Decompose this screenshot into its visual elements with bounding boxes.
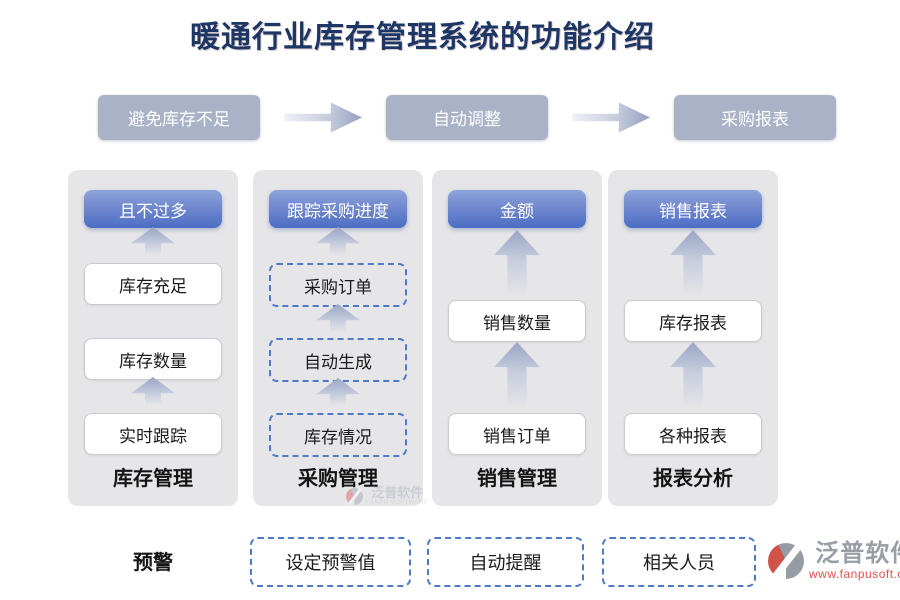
column-label: 采购管理 (298, 468, 378, 490)
column-header-badge: 且不过多 (84, 190, 222, 228)
brand-logo: 泛普软件 www.fanpusoft.com (768, 541, 900, 581)
arrow-up-icon (316, 304, 360, 332)
column-header-badge: 跟踪采购进度 (269, 190, 407, 228)
column-header-badge: 销售报表 (624, 190, 762, 228)
arrow-up-icon (670, 230, 716, 296)
feature-box: 库存情况 (269, 413, 407, 457)
arrow-up-icon (316, 227, 360, 255)
feature-box: 各种报表 (624, 413, 762, 455)
feature-box: 销售数量 (448, 300, 586, 342)
feature-box: 采购订单 (269, 263, 407, 307)
page-title: 暖通行业库存管理系统的功能介绍 (190, 21, 655, 54)
watermark-subtext: FANPU SOFTWARE (366, 500, 429, 506)
alert-item: 相关人员 (602, 537, 756, 587)
arrow-up-icon (316, 378, 360, 406)
arrow-up-icon (494, 342, 540, 408)
column-label: 销售管理 (477, 468, 557, 490)
column-label: 报表分析 (653, 468, 733, 490)
function-panel-1: 且不过多库存充足库存数量实时跟踪库存管理 (68, 170, 238, 506)
watermark-name: 泛普软件 (371, 485, 424, 500)
flow-step-2: 自动调整 (386, 95, 548, 140)
arrow-up-icon (670, 342, 716, 408)
arrow-right-icon (284, 102, 362, 133)
flow-step-1: 避免库存不足 (98, 95, 260, 140)
brand-name: 泛普软件 (815, 541, 900, 567)
watermark: 泛普软件 FANPU SOFTWARE (346, 486, 428, 506)
arrow-up-icon (131, 377, 175, 405)
feature-box: 实时跟踪 (84, 413, 222, 455)
column-header-badge: 金额 (448, 190, 586, 228)
fanpu-logo-icon (768, 543, 804, 579)
arrow-right-icon (572, 102, 650, 133)
flow-row: 避免库存不足 自动调整 采购报表 (98, 95, 836, 140)
feature-box: 自动生成 (269, 338, 407, 382)
feature-box: 销售订单 (448, 413, 586, 455)
arrow-up-icon (131, 227, 175, 255)
brand-url: www.fanpusoft.com (809, 567, 900, 581)
fanpu-logo-icon (346, 488, 363, 505)
arrow-up-icon (494, 230, 540, 296)
column-label: 库存管理 (113, 468, 193, 490)
alert-item: 设定预警值 (250, 537, 411, 587)
function-panel-4: 销售报表库存报表各种报表报表分析 (608, 170, 778, 506)
feature-box: 库存报表 (624, 300, 762, 342)
feature-box: 库存充足 (84, 263, 222, 305)
function-panel-3: 金额销售数量销售订单销售管理 (432, 170, 602, 506)
flow-step-3: 采购报表 (674, 95, 836, 140)
feature-box: 库存数量 (84, 338, 222, 380)
alert-item: 自动提醒 (427, 537, 584, 587)
alert-row-label: 预警 (133, 552, 173, 574)
function-panel-2: 跟踪采购进度采购订单自动生成库存情况采购管理 (253, 170, 423, 506)
